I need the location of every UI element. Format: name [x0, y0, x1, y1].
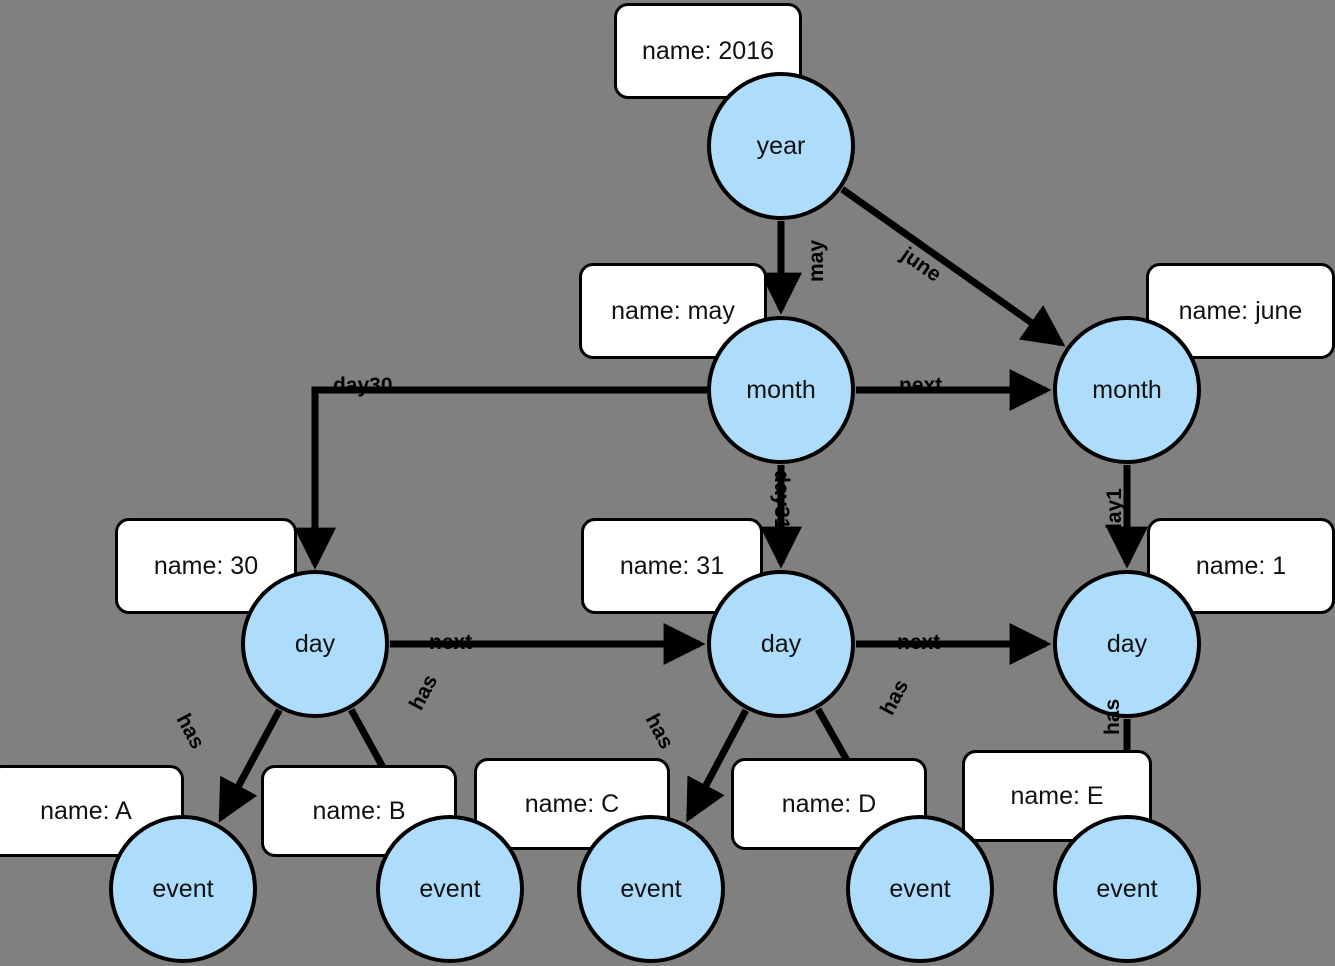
edge-label-edge-day31-1: next	[897, 631, 941, 654]
edge-label-edge-may-june: next	[899, 374, 943, 397]
edge-label-edge-day30-B: has	[405, 671, 443, 714]
graph-node-eventA[interactable]: event	[109, 815, 257, 963]
graph-node-day1[interactable]: day	[1053, 570, 1201, 718]
edge-label-edge-june-day1: day1	[1103, 488, 1126, 536]
property-box: name: C	[474, 758, 670, 850]
edge-label-edge-day31-C: has	[640, 710, 678, 753]
edge-label-edge-may-day31: day31	[770, 470, 793, 530]
graph-node-eventE[interactable]: event	[1053, 815, 1201, 963]
edge-label-edge-day30-31: next	[429, 631, 473, 654]
edge-label-edge-day1-E: has	[1101, 698, 1124, 735]
graph-node-day31[interactable]: day	[707, 570, 855, 718]
edge-label-edge-year-june: june	[896, 243, 946, 287]
graph-node-eventC[interactable]: event	[577, 815, 725, 963]
graph-node-eventD[interactable]: event	[846, 815, 994, 963]
graph-node-monthJune[interactable]: month	[1053, 316, 1201, 464]
property-box: name: 2016	[614, 3, 802, 99]
graph-node-eventB[interactable]: event	[376, 815, 524, 963]
edge-label-edge-day31-D: has	[876, 676, 914, 719]
edge-label-edge-day30-A: has	[171, 710, 209, 753]
graph-node-day30[interactable]: day	[241, 570, 389, 718]
edge-label-edge-may-day30: day30	[333, 374, 393, 397]
edge-year2016-to-monthJune	[840, 186, 1066, 347]
graph-node-monthMay[interactable]: month	[707, 316, 855, 464]
graph-node-year2016[interactable]: year	[707, 72, 855, 220]
edge-label-edge-year-may: may	[805, 239, 828, 282]
